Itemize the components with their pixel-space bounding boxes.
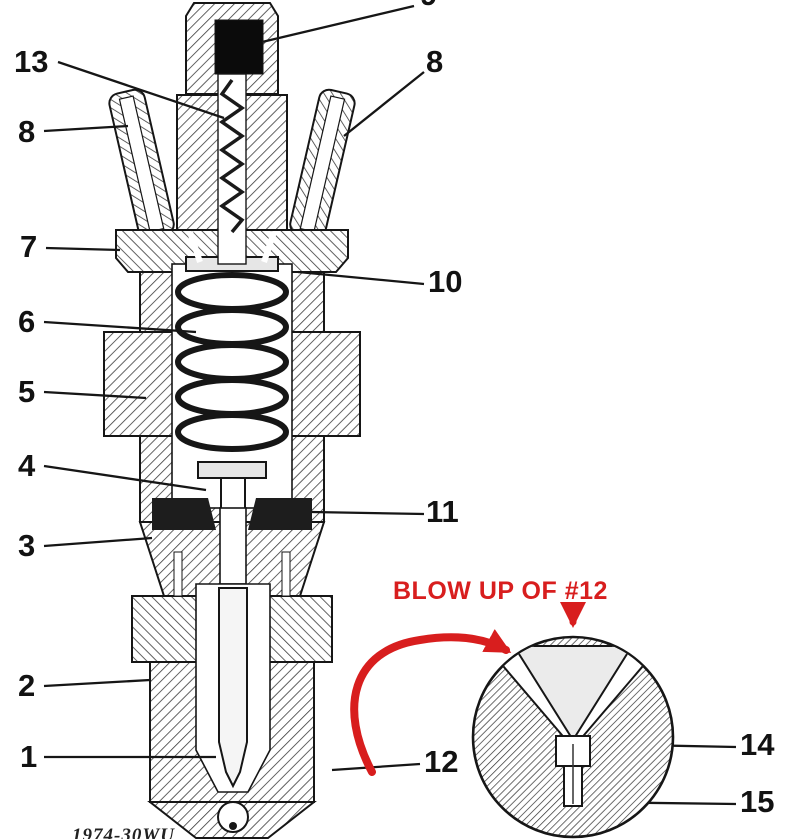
cropped-caption: 1974-30WU — [72, 825, 175, 839]
pressure-spring — [175, 272, 289, 452]
callout-14: 14 — [740, 727, 775, 762]
callout-7: 7 — [20, 229, 38, 264]
callout-4: 4 — [18, 448, 36, 483]
edge-filter — [218, 78, 246, 234]
callout-13: 13 — [14, 44, 49, 79]
callout-5: 5 — [18, 374, 36, 409]
spray-hole-dot — [229, 822, 237, 830]
fuel-gallery-right — [281, 551, 291, 597]
nozzle-tip-dome — [217, 801, 249, 833]
callout-8-right: 8 — [426, 44, 444, 79]
spring-chamber — [171, 256, 293, 525]
callout-6: 6 — [18, 304, 36, 339]
callout-1: 1 — [20, 739, 38, 774]
feed-passage-left — [187, 231, 203, 263]
callout-2: 2 — [18, 668, 36, 703]
feed-passage-right — [261, 231, 277, 263]
fuel-port-right — [289, 88, 356, 240]
callout-3: 3 — [18, 528, 36, 563]
leader-lines — [43, 4, 737, 806]
blowup-title: BLOW UP OF #12 — [393, 577, 608, 605]
seal-shoulder-left — [152, 498, 216, 530]
spindle-plate — [197, 461, 267, 479]
callout-12: 12 — [424, 744, 459, 779]
callout-15: 15 — [740, 784, 775, 819]
blowup-detail — [471, 635, 675, 839]
callout-8-left: 8 — [18, 114, 36, 149]
fuel-gallery-left — [173, 551, 183, 597]
seal-shoulder-right — [248, 498, 312, 530]
callout-9: 9 — [420, 0, 437, 10]
nozzle-needle — [218, 587, 248, 789]
red-annotation-arrows — [350, 602, 586, 776]
callout-10: 10 — [428, 264, 463, 299]
callout-11: 11 — [426, 494, 459, 529]
needle-tip-detail — [512, 645, 634, 742]
needle-assembly — [173, 507, 291, 833]
top-connector-port — [214, 19, 264, 75]
curved-arrow — [350, 629, 512, 776]
pressure-pin-channel — [219, 507, 247, 585]
fuel-port-left — [108, 88, 175, 240]
